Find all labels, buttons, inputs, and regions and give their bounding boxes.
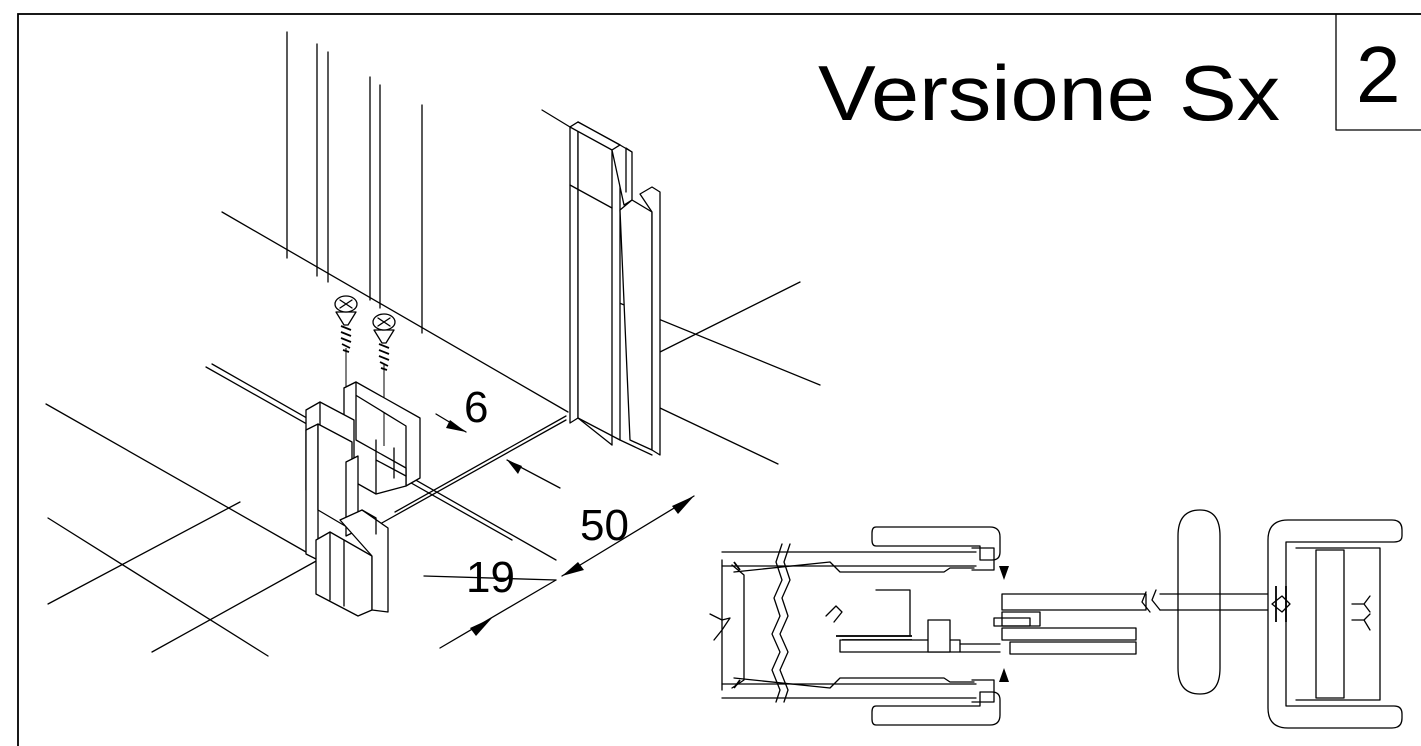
drawing-frame xyxy=(17,13,1421,746)
title-block: Versione Sx 2 xyxy=(818,13,1421,137)
floor-lines xyxy=(45,211,821,657)
door-leaf xyxy=(1159,509,1277,695)
right-jamb xyxy=(1267,519,1403,729)
dimension-19-label: 19 xyxy=(466,553,515,602)
dimension-50: 50 xyxy=(561,495,695,577)
dimension-19: 19 xyxy=(423,553,557,649)
bottom-jamb-cap xyxy=(721,668,1009,726)
plan-section-view xyxy=(709,509,1403,729)
screw-1 xyxy=(334,295,358,392)
wall-panel xyxy=(286,31,423,334)
screw-2 xyxy=(372,313,396,446)
vertical-rail-profile xyxy=(305,423,389,617)
dimension-50-label: 50 xyxy=(580,501,629,550)
dimension-6-label: 6 xyxy=(464,383,488,432)
left-frame-body xyxy=(709,543,791,703)
sheet-title: Versione Sx xyxy=(818,49,1280,137)
inner-bracket xyxy=(825,589,1001,653)
sheet-number: 2 xyxy=(1356,30,1401,119)
sliding-panel xyxy=(993,589,1161,655)
door-jamb-profile xyxy=(541,109,661,456)
top-jamb-cap xyxy=(721,526,1009,580)
dimension-6: 6 xyxy=(435,383,561,489)
isometric-view: 6 50 19 xyxy=(45,31,821,657)
